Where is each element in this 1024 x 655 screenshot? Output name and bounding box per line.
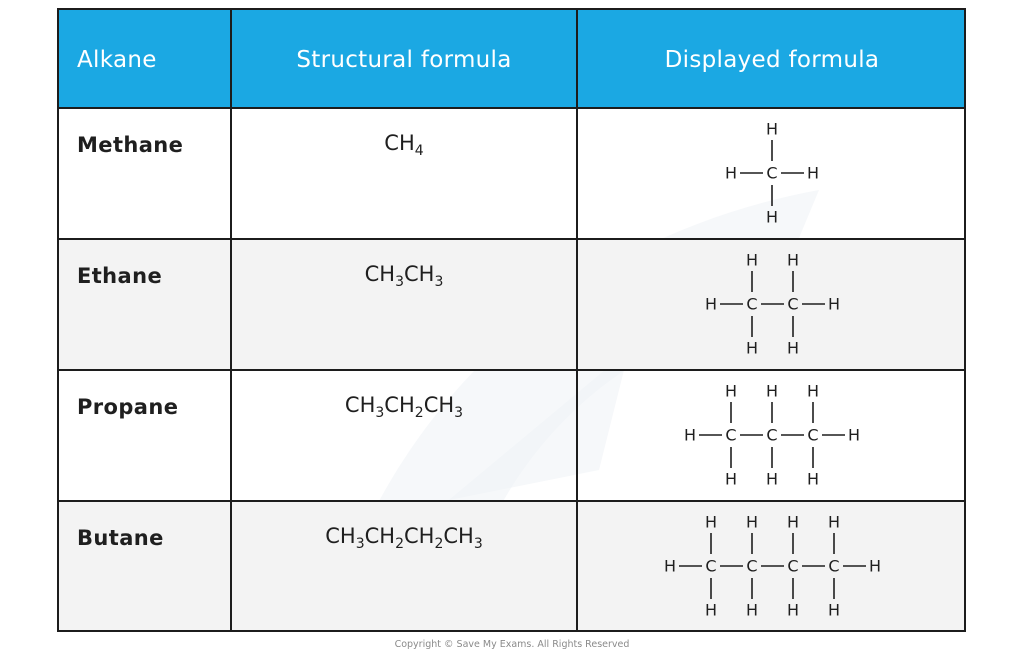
structural-formula: CH4 <box>232 131 576 159</box>
hydrogen-atom: H <box>684 426 696 445</box>
formula-subscript: 3 <box>434 274 444 291</box>
formula-subscript: 2 <box>434 536 444 553</box>
displayed-formula: H H C H H C H H C H H <box>578 379 966 491</box>
formula-text: CH <box>384 131 415 155</box>
hydrogen-atom: H <box>807 470 819 489</box>
displayed-formula: H H C H H C H H C H H C H H <box>578 510 966 622</box>
hydrogen-atom: H <box>725 470 737 489</box>
hydrogen-atom: H <box>827 295 839 314</box>
copyright-text: Copyright © Save My Exams. All Rights Re… <box>394 639 630 650</box>
hydrogen-atom: H <box>786 601 798 620</box>
hydrogen-atom: H <box>868 557 880 576</box>
header-structural-formula: Structural formula <box>296 46 512 73</box>
formula-subscript: 3 <box>375 405 385 422</box>
formula-text: CH <box>364 524 396 548</box>
carbon-atom: C <box>787 557 798 576</box>
hydrogen-atom: H <box>704 295 716 314</box>
hydrogen-atom: H <box>745 513 757 532</box>
carbon-atom: C <box>746 557 757 576</box>
formula-text: CH <box>344 393 376 417</box>
alkane-name: Methane <box>77 133 184 157</box>
formula-text: CH <box>384 393 415 417</box>
hydrogen-atom: H <box>766 470 778 489</box>
row-divider <box>59 500 964 502</box>
row-divider <box>59 238 964 240</box>
hydrogen-atom: H <box>766 120 778 139</box>
header-displayed-formula: Displayed formula <box>664 46 880 73</box>
formula-subscript: 3 <box>355 536 365 553</box>
hydrogen-atom: H <box>827 513 839 532</box>
structural-formula: CH3CH2CH2CH3 <box>232 524 576 552</box>
column-divider <box>230 10 232 630</box>
hydrogen-atom: H <box>745 339 757 358</box>
formula-text: CH <box>423 393 455 417</box>
hydrogen-atom: H <box>786 251 798 270</box>
carbon-atom: C <box>705 557 716 576</box>
alkane-name: Ethane <box>77 264 163 288</box>
hydrogen-atom: H <box>704 513 716 532</box>
displayed-formula-svg: H H C H H C H H C H H <box>684 382 860 489</box>
hydrogen-atom: H <box>786 339 798 358</box>
hydrogen-atom: H <box>725 382 737 401</box>
hydrogen-atom: H <box>807 382 819 401</box>
structural-formula: CH3CH2CH3 <box>232 393 576 421</box>
displayed-formula-svg: H H C H H C H H C H H C H H <box>663 513 880 620</box>
carbon-atom: C <box>828 557 839 576</box>
formula-text: CH <box>404 524 435 548</box>
row-divider <box>59 107 964 109</box>
formula-subscript: 4 <box>414 143 424 160</box>
carbon-atom: C <box>766 164 777 183</box>
alkane-table: Alkane Structural formula Displayed form… <box>57 8 966 632</box>
hydrogen-atom: H <box>848 426 860 445</box>
carbon-atom: C <box>766 426 777 445</box>
displayed-formula: H H C H H <box>578 117 966 229</box>
formula-subscript: 3 <box>454 405 464 422</box>
carbon-atom: C <box>787 295 798 314</box>
displayed-formula-svg: H H C H H <box>725 120 819 227</box>
hydrogen-atom: H <box>745 251 757 270</box>
structural-formula: CH3CH3 <box>232 262 576 290</box>
formula-subscript: 3 <box>473 536 483 553</box>
formula-text: CH <box>443 524 474 548</box>
hydrogen-atom: H <box>725 164 737 183</box>
alkane-name: Butane <box>77 526 164 550</box>
hydrogen-atom: H <box>766 208 778 227</box>
column-divider <box>576 10 578 630</box>
row-divider <box>59 369 964 371</box>
displayed-formula: H H C H H C H H <box>578 248 966 360</box>
hydrogen-atom: H <box>766 382 778 401</box>
formula-text: CH <box>364 262 396 286</box>
hydrogen-atom: H <box>704 601 716 620</box>
formula-subscript: 2 <box>414 405 424 422</box>
formula-text: CH <box>404 262 435 286</box>
table-header-row: Alkane Structural formula Displayed form… <box>59 10 964 109</box>
header-alkane: Alkane <box>77 46 157 73</box>
carbon-atom: C <box>725 426 736 445</box>
alkane-name: Propane <box>77 395 179 419</box>
hydrogen-atom: H <box>807 164 819 183</box>
hydrogen-atom: H <box>745 601 757 620</box>
formula-subscript: 3 <box>395 274 404 291</box>
hydrogen-atom: H <box>827 601 839 620</box>
carbon-atom: C <box>807 426 818 445</box>
formula-subscript: 2 <box>395 536 404 553</box>
hydrogen-atom: H <box>786 513 798 532</box>
carbon-atom: C <box>746 295 757 314</box>
displayed-formula-svg: H H C H H C H H <box>704 251 839 358</box>
hydrogen-atom: H <box>663 557 675 576</box>
formula-text: CH <box>325 524 356 548</box>
